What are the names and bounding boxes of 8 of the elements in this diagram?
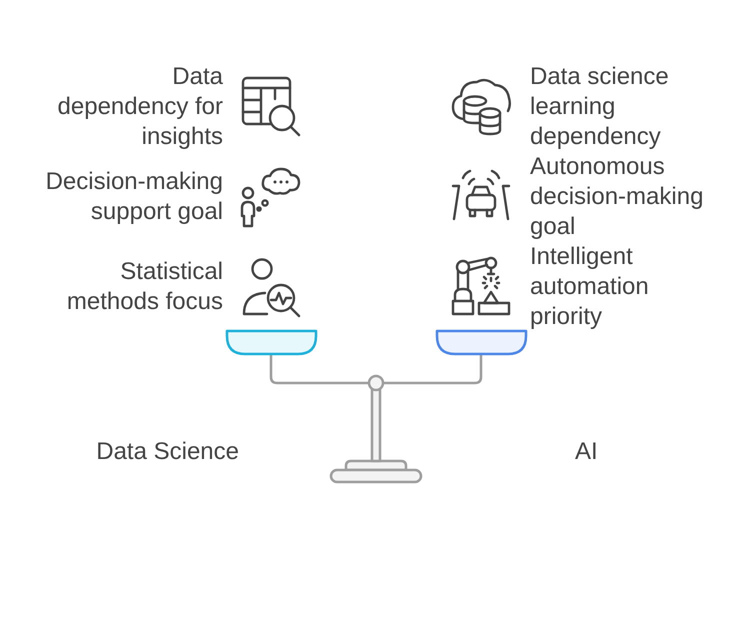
- category-label: Data Science: [96, 438, 239, 465]
- feature-text: Decision-making support goal: [46, 168, 223, 225]
- feature-text: Data dependency for insights: [58, 63, 223, 150]
- feature-text: Data science learning dependency: [530, 63, 669, 150]
- feature-text: Intelligent automation priority: [530, 243, 649, 330]
- feature-text: Autonomous decision-making goal: [530, 153, 704, 240]
- feature-text: Statistical methods focus: [66, 258, 223, 315]
- category-label: AI: [575, 438, 598, 465]
